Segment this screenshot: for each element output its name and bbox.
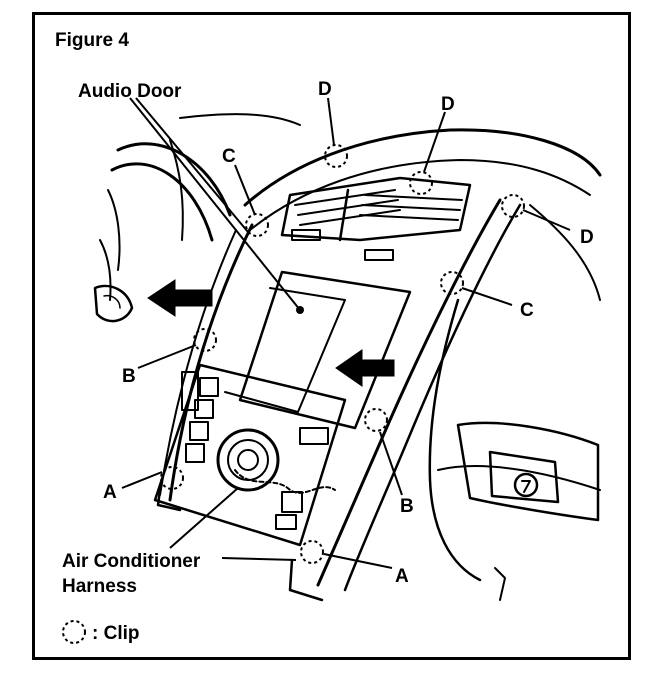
ac-harness	[234, 469, 336, 494]
clip-d1	[324, 144, 348, 168]
arrow-left-icon	[335, 349, 395, 387]
steering-wheel	[110, 142, 232, 242]
clip-c1	[245, 213, 269, 237]
hvac-panel	[153, 363, 347, 547]
clip-b2	[364, 408, 388, 432]
clip-c2	[440, 271, 464, 295]
clip-label-a: A	[395, 566, 409, 587]
arrow-left-icon	[147, 279, 213, 317]
air-vents	[280, 176, 472, 242]
clip-label-c: C	[520, 300, 534, 321]
clip-label-d: D	[318, 79, 332, 100]
audio-door-label: Audio Door	[78, 81, 182, 102]
clip-label-b: B	[400, 496, 414, 517]
clip-d3	[501, 194, 525, 218]
figure-title: Figure 4	[55, 30, 129, 51]
right-trim	[316, 198, 502, 587]
clip-label-d: D	[441, 94, 455, 115]
audio-door-panel	[238, 270, 412, 430]
clip-b1	[193, 328, 217, 352]
ac-harness-label-line2: Harness	[62, 576, 137, 597]
clip-d2	[409, 171, 433, 195]
clip-a2	[300, 540, 324, 564]
clip-a1	[160, 466, 184, 490]
clip-label-d: D	[580, 227, 594, 248]
ac-harness-label-line1: Air Conditioner	[62, 551, 201, 572]
clip-label-c: C	[222, 146, 236, 167]
clip-label-b: B	[122, 366, 136, 387]
clip-legend-icon	[62, 620, 86, 644]
glovebox	[456, 421, 600, 522]
hvac-knob	[216, 428, 280, 492]
dash-top-arc	[243, 128, 602, 207]
clip-legend-label: : Clip	[92, 623, 140, 644]
left-trim	[168, 223, 254, 502]
clip-label-a: A	[103, 482, 117, 503]
